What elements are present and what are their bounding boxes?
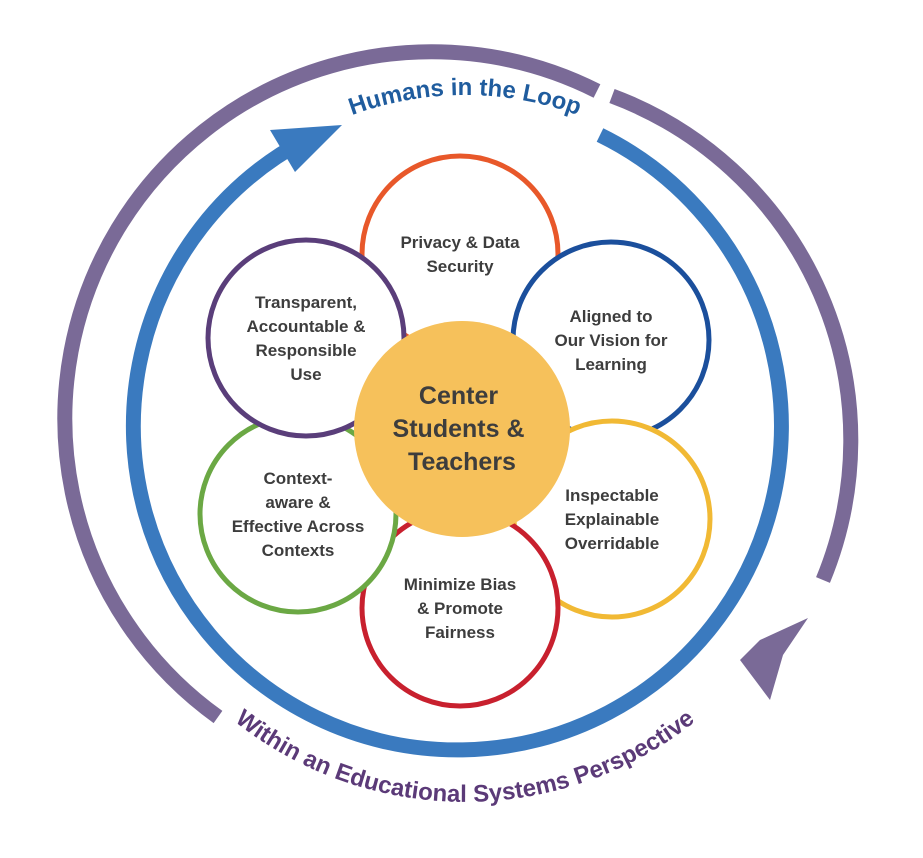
- outer-loop: [57, 44, 859, 724]
- outer-loop-arc-right: [609, 88, 859, 583]
- petal-label-line: Security: [426, 257, 494, 276]
- petal-label-line: Overridable: [565, 534, 660, 553]
- petal-label-line: Transparent,: [255, 293, 357, 312]
- petal-label-line: Minimize Bias: [404, 575, 516, 594]
- petal-label-line: Responsible: [255, 341, 356, 360]
- petal-label-line: aware &: [265, 493, 330, 512]
- petal-label-line: Inspectable: [565, 486, 659, 505]
- petal-label-line: Context-: [264, 469, 333, 488]
- inner-loop-arc: [125, 128, 789, 758]
- center-circle: [354, 321, 570, 537]
- outer-loop-arc: [57, 44, 601, 724]
- outer-loop-arrowhead: [740, 618, 808, 700]
- petal-label-line: Learning: [575, 355, 647, 374]
- center-label-line: Students &: [393, 415, 525, 443]
- inner-loop: [125, 125, 789, 758]
- petal-label-line: Explainable: [565, 510, 659, 529]
- petal-label-line: Privacy & Data: [400, 233, 520, 252]
- petal-label-line: Use: [290, 365, 321, 384]
- petal-label-line: & Promote: [417, 599, 503, 618]
- center-label-line: Center: [419, 382, 498, 410]
- petal-label-line: Contexts: [262, 541, 335, 560]
- petal-label-line: Effective Across: [232, 517, 365, 536]
- inner-loop-arrowhead: [270, 125, 342, 172]
- center-label: Center Students & Teachers: [393, 382, 532, 476]
- petal-label-line: Accountable &: [246, 317, 365, 336]
- center-label-line: Teachers: [408, 448, 516, 476]
- petal-label-line: Aligned to: [569, 307, 652, 326]
- petal-label-line: Fairness: [425, 623, 495, 642]
- inner-loop-label: Humans in the Loop: [345, 74, 585, 121]
- center-node: Center Students & Teachers: [354, 321, 570, 537]
- petal-label-line: Our Vision for: [554, 331, 667, 350]
